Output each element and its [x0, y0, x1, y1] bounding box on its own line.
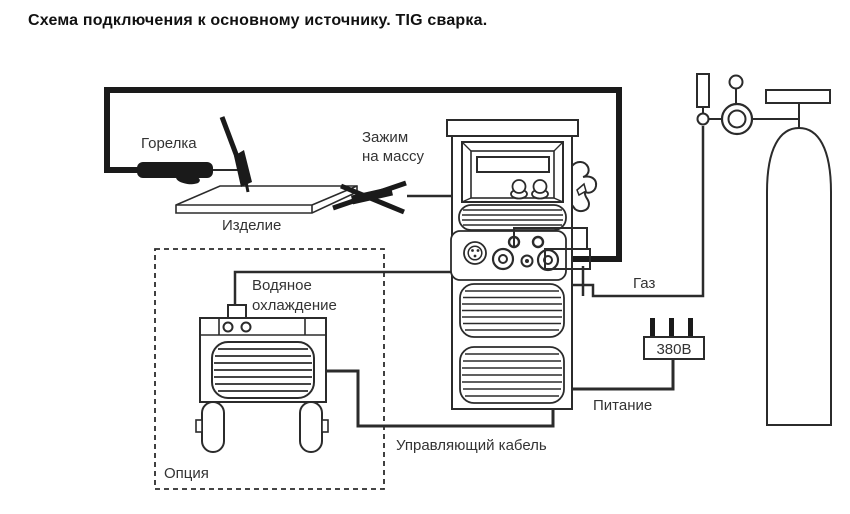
cooler-wheel-left: [201, 401, 225, 453]
cooler-wheel-right: [299, 401, 323, 453]
cooler-axle-right: [321, 419, 329, 433]
torch-trigger: [176, 173, 200, 185]
torch-cable-loop: [104, 87, 622, 262]
machine-vent-middle: [459, 283, 565, 338]
clamp-label-line2: на массу: [362, 148, 424, 165]
torch-holder-hole: [576, 182, 587, 197]
torch-head: [234, 150, 252, 187]
clamp-body: [351, 186, 393, 205]
cooler-axle-left: [195, 419, 203, 433]
plug-prong: [688, 318, 693, 338]
page-title: Схема подключения к основному источнику.…: [28, 12, 488, 29]
gas-outlet-center: [525, 259, 529, 263]
connector-panel: [450, 230, 567, 281]
machine-top-cap: [446, 119, 579, 137]
clamp-label-line1: Зажим: [362, 129, 408, 146]
water-cooling-line: [233, 270, 452, 304]
knob-left: [510, 179, 528, 200]
cooler-hose-port-left: [222, 321, 234, 333]
regulator-knob: [728, 74, 744, 90]
plug-prong: [669, 318, 674, 338]
plug-body: [643, 336, 705, 360]
power-cable-line: [572, 359, 675, 391]
multipin-connector: [463, 241, 487, 265]
control-cable-label: Управляющий кабель: [396, 437, 547, 454]
workpiece-label: Изделие: [222, 217, 281, 234]
power-label: Питание: [593, 397, 652, 414]
aux-socket-right: [531, 235, 545, 249]
flowmeter-outlet: [696, 112, 710, 126]
ground-socket: [536, 248, 560, 272]
aux-jumper-line: [513, 227, 588, 249]
machine-vent-top: [458, 204, 567, 231]
gas-cylinder: [766, 126, 832, 426]
machine-vent-bottom: [459, 346, 565, 404]
water-hose-bracket: [227, 304, 247, 321]
cooling-label-line2: охлаждение: [252, 297, 337, 314]
cooler-grille: [211, 341, 315, 399]
option-label: Опция: [164, 465, 209, 482]
voltage-label: 380В: [656, 341, 691, 358]
torch-handle: [137, 162, 213, 178]
mains-plug-380v: 380В: [643, 318, 705, 360]
display-screen: [476, 156, 550, 173]
cooler-hose-port-right: [240, 321, 252, 333]
plug-prong: [650, 318, 655, 338]
knob-right: [531, 179, 549, 200]
ground-clamp: [332, 180, 407, 215]
control-cable-line: [325, 369, 555, 428]
workpiece-plate: [175, 185, 358, 214]
flowmeter-tube: [696, 73, 710, 108]
torch-socket: [491, 247, 515, 271]
gas-label: Газ: [633, 275, 655, 292]
control-display: [461, 141, 564, 203]
water-cooler-unit: [195, 317, 329, 453]
pressure-gauge-dial: [727, 109, 747, 129]
torch-label: Горелка: [141, 135, 197, 152]
torch-electrode: [244, 181, 250, 193]
cooling-label-line1: Водяное: [252, 277, 312, 294]
cylinder-valve-handle: [765, 89, 831, 104]
gas-cylinder-assembly: [696, 73, 832, 426]
cable-plug-outline: [544, 248, 591, 270]
